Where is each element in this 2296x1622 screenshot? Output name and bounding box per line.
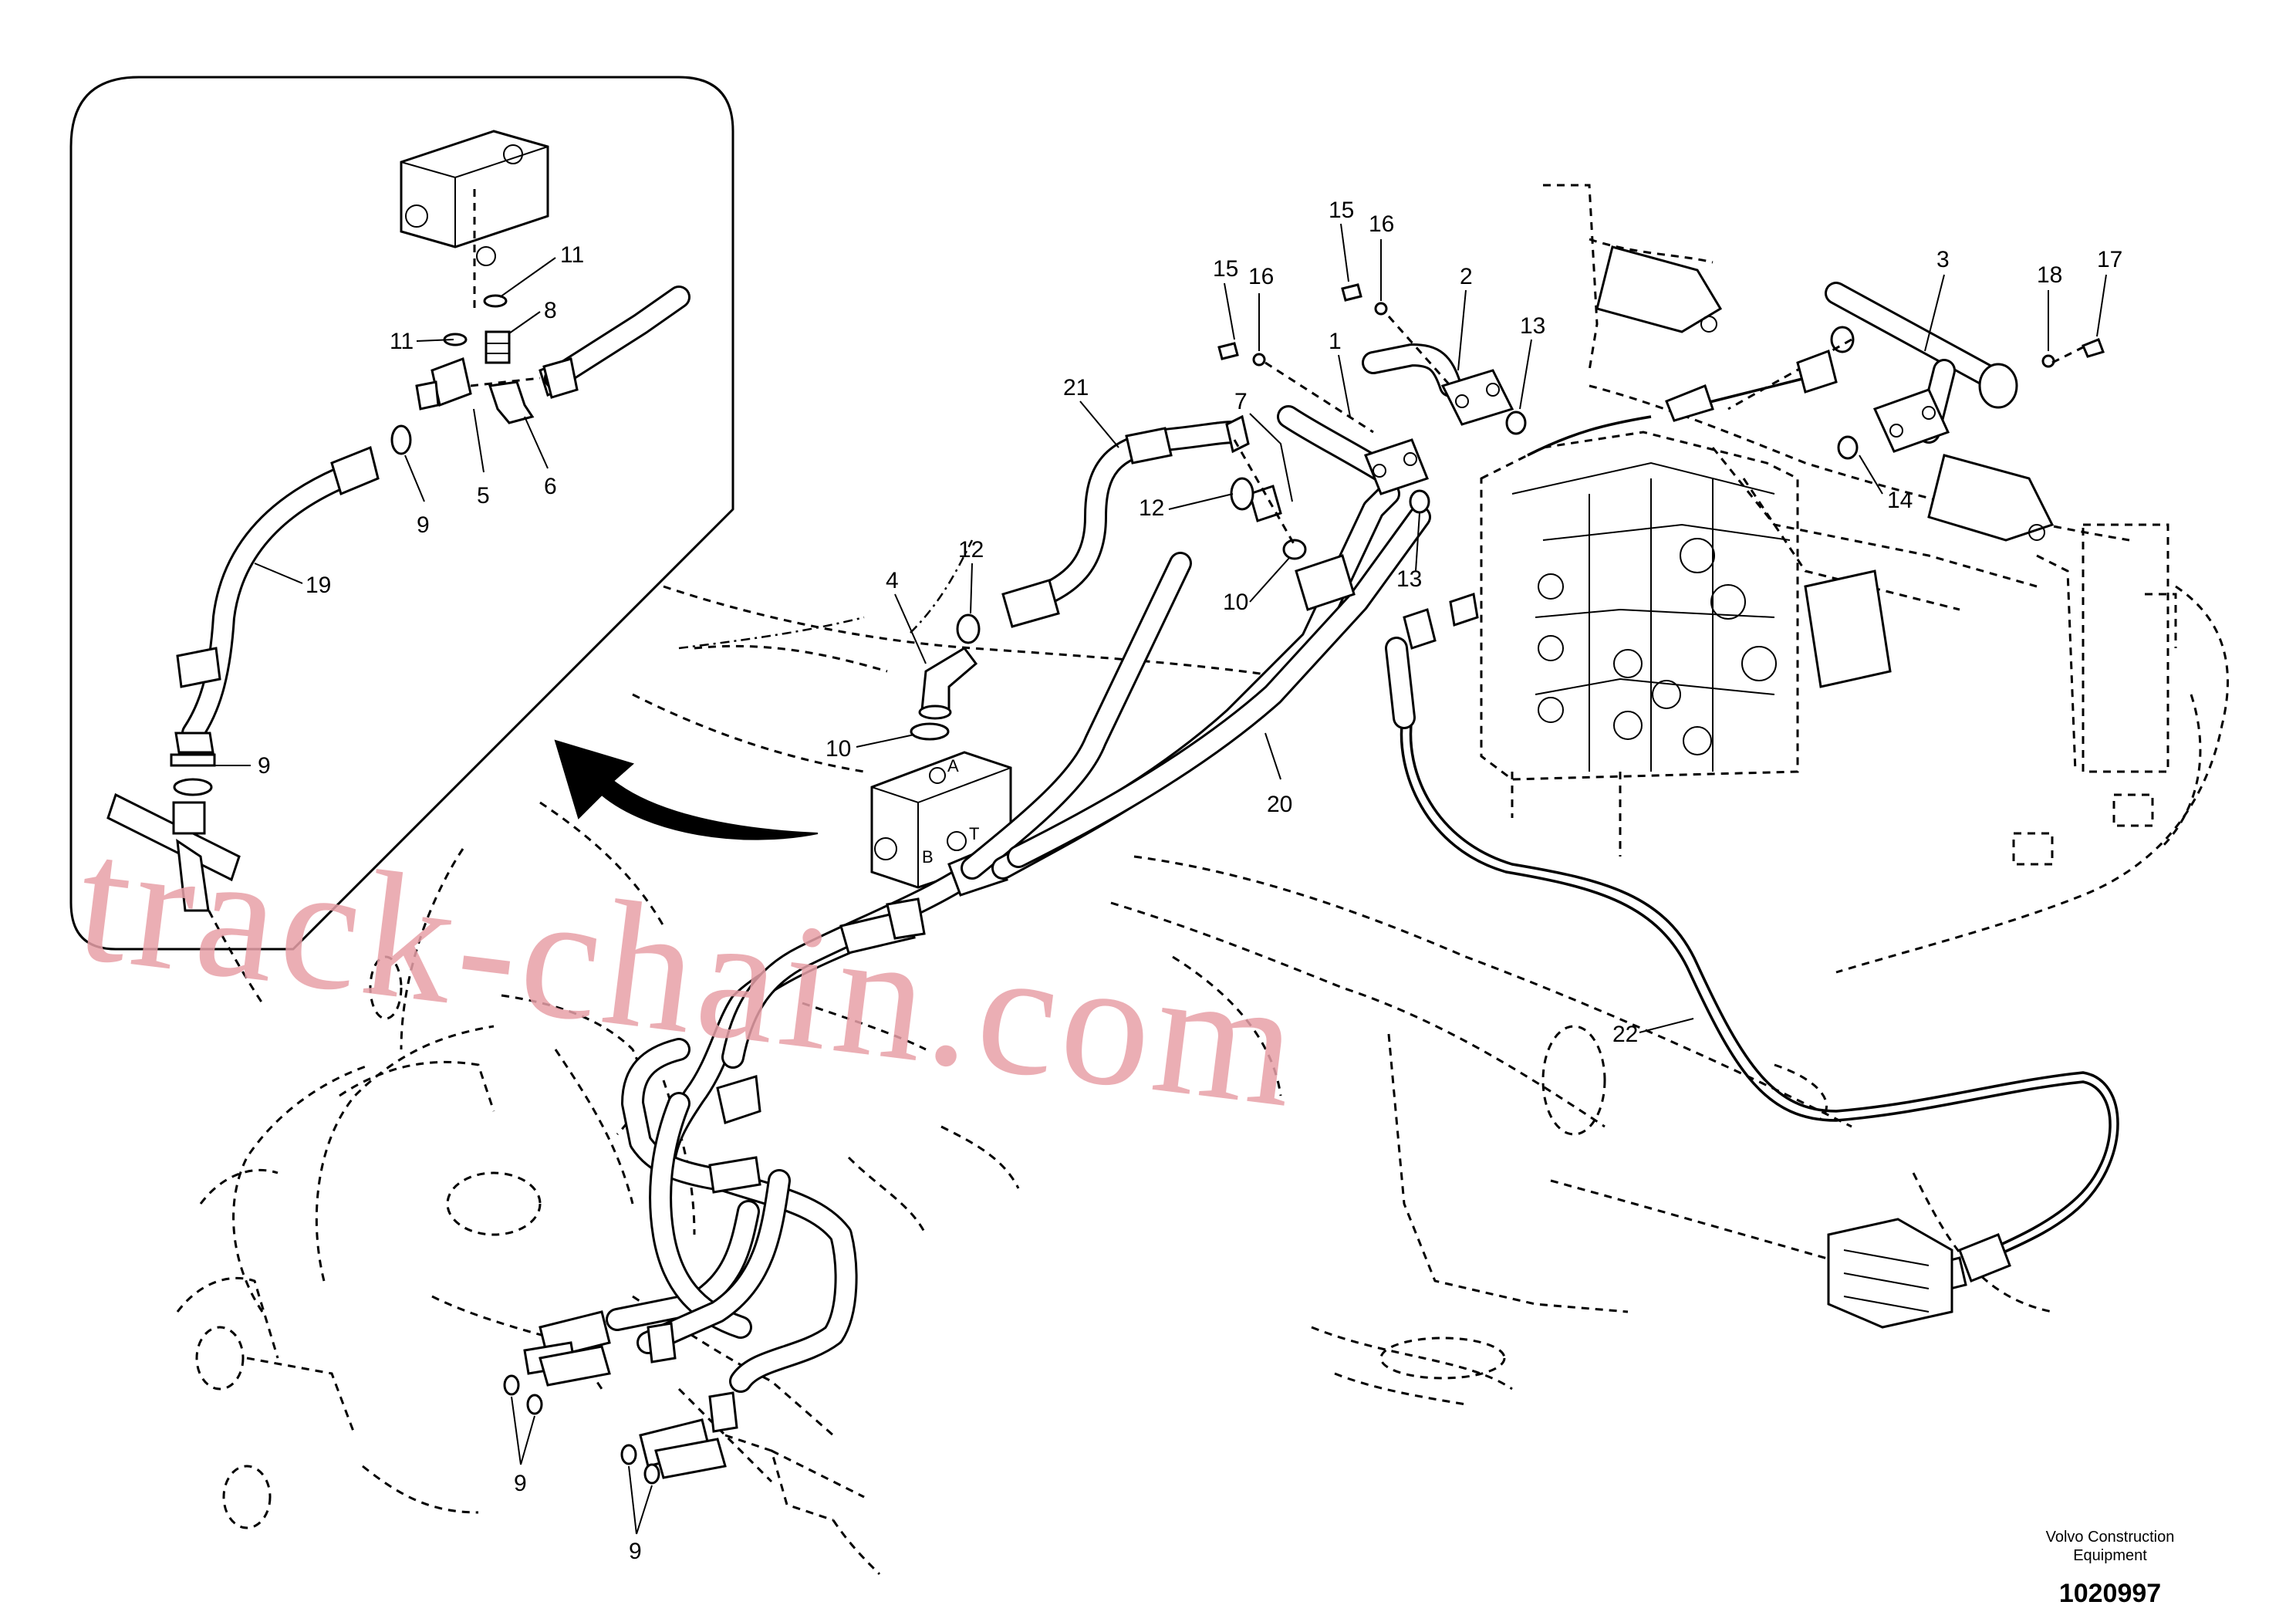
callout-c15a: 15 — [1213, 256, 1238, 282]
callout-c6: 6 — [544, 474, 557, 499]
detail-inset — [69, 76, 734, 951]
inset-elbow-6 — [488, 380, 535, 424]
callout-c2: 2 — [1460, 264, 1473, 289]
inset-adapter-8 — [485, 330, 511, 364]
elbow-4 — [910, 613, 981, 741]
hose-clamps — [1595, 245, 2055, 542]
fitting-7-group — [1230, 439, 1307, 560]
oring-9-c2 — [526, 1394, 543, 1415]
brand-line-1: Volvo Construction — [2046, 1529, 2175, 1546]
oring-13-a — [1505, 411, 1527, 435]
hose-21 — [1001, 414, 1250, 628]
tube-20 — [961, 482, 1431, 880]
callout-c19: 19 — [306, 573, 331, 598]
oring-14 — [1837, 435, 1859, 460]
inset-oring-9-lower — [173, 778, 213, 796]
callout-c11b: 11 — [560, 242, 584, 268]
inset-oring-11-upper — [483, 294, 508, 308]
callout-c12a: 12 — [1139, 495, 1164, 521]
callout-c18: 18 — [2037, 262, 2062, 288]
oring-12-b — [956, 613, 981, 644]
hose-to-tube-3 — [1527, 350, 1838, 457]
callout-c8: 8 — [544, 298, 557, 323]
cable-22 — [1385, 593, 2119, 1294]
callout-c20: 20 — [1267, 792, 1292, 817]
control-valve-assembly — [1480, 431, 1892, 857]
bottom-connectors — [503, 1310, 738, 1485]
inset-hose-upper-right — [542, 286, 690, 399]
callout-c9b: 9 — [258, 753, 271, 779]
detail-arrow — [554, 739, 819, 840]
callout-c11a: 11 — [390, 329, 414, 354]
callout-c9a: 9 — [417, 512, 430, 538]
oring-12-a — [1230, 477, 1254, 511]
pipe-1 — [1277, 405, 1429, 495]
callout-c9c: 9 — [514, 1471, 527, 1496]
oring-9-d2 — [643, 1463, 660, 1485]
flange-2 — [1362, 343, 1514, 426]
oring-13-b — [1409, 489, 1430, 514]
inset-tee-bottom — [106, 792, 241, 912]
callout-c12b: 12 — [958, 537, 984, 563]
inset-fittings — [415, 294, 572, 424]
callout-c1: 1 — [1329, 329, 1342, 354]
callout-c21: 21 — [1063, 375, 1089, 400]
callout-c16b: 16 — [1369, 211, 1394, 237]
port-labels: A B T — [922, 756, 979, 867]
callout-c16a: 16 — [1248, 264, 1274, 289]
document-number: 1020997 — [2059, 1579, 2161, 1608]
brand-line-2: Equipment — [2073, 1547, 2147, 1564]
tube-3 — [1727, 282, 2105, 460]
callout-labels: 11 11 8 5 6 9 19 9 15 16 15 16 2 1 13 3 … — [258, 198, 2122, 1564]
port-t-label: T — [969, 824, 979, 843]
callout-c10a: 10 — [826, 736, 851, 762]
oring-10-a — [910, 722, 950, 741]
callout-c13b: 13 — [1396, 566, 1422, 592]
leader-lines — [210, 223, 2107, 1535]
tube-bundle-lower — [606, 843, 1008, 1393]
inset-valve-block — [400, 130, 549, 309]
callout-c13a: 13 — [1520, 313, 1545, 339]
callout-c22: 22 — [1612, 1022, 1638, 1047]
callout-c14: 14 — [1887, 488, 1913, 513]
inset-hose-19 — [170, 424, 412, 796]
bolts-15-16 — [1217, 283, 1527, 514]
oring-10-b — [1282, 539, 1307, 560]
callout-c15b: 15 — [1329, 198, 1354, 223]
callout-c17: 17 — [2097, 247, 2122, 272]
footer: Volvo Construction Equipment 1020997 — [2046, 1529, 2175, 1608]
inset-oring-9-upper — [390, 424, 412, 455]
connector-block-22 — [1827, 1218, 1953, 1329]
oring-9-c1 — [503, 1374, 520, 1396]
callout-c9d: 9 — [629, 1539, 642, 1564]
oring-9-d1 — [620, 1444, 637, 1465]
port-b-label: B — [922, 847, 934, 867]
callout-c5: 5 — [477, 483, 490, 509]
port-a-label: A — [947, 756, 959, 776]
callout-c4: 4 — [886, 568, 899, 593]
callout-c7: 7 — [1234, 389, 1248, 414]
tube-clamp — [1295, 554, 1356, 611]
callout-c3: 3 — [1936, 247, 1950, 272]
callout-c10b: 10 — [1223, 590, 1248, 615]
